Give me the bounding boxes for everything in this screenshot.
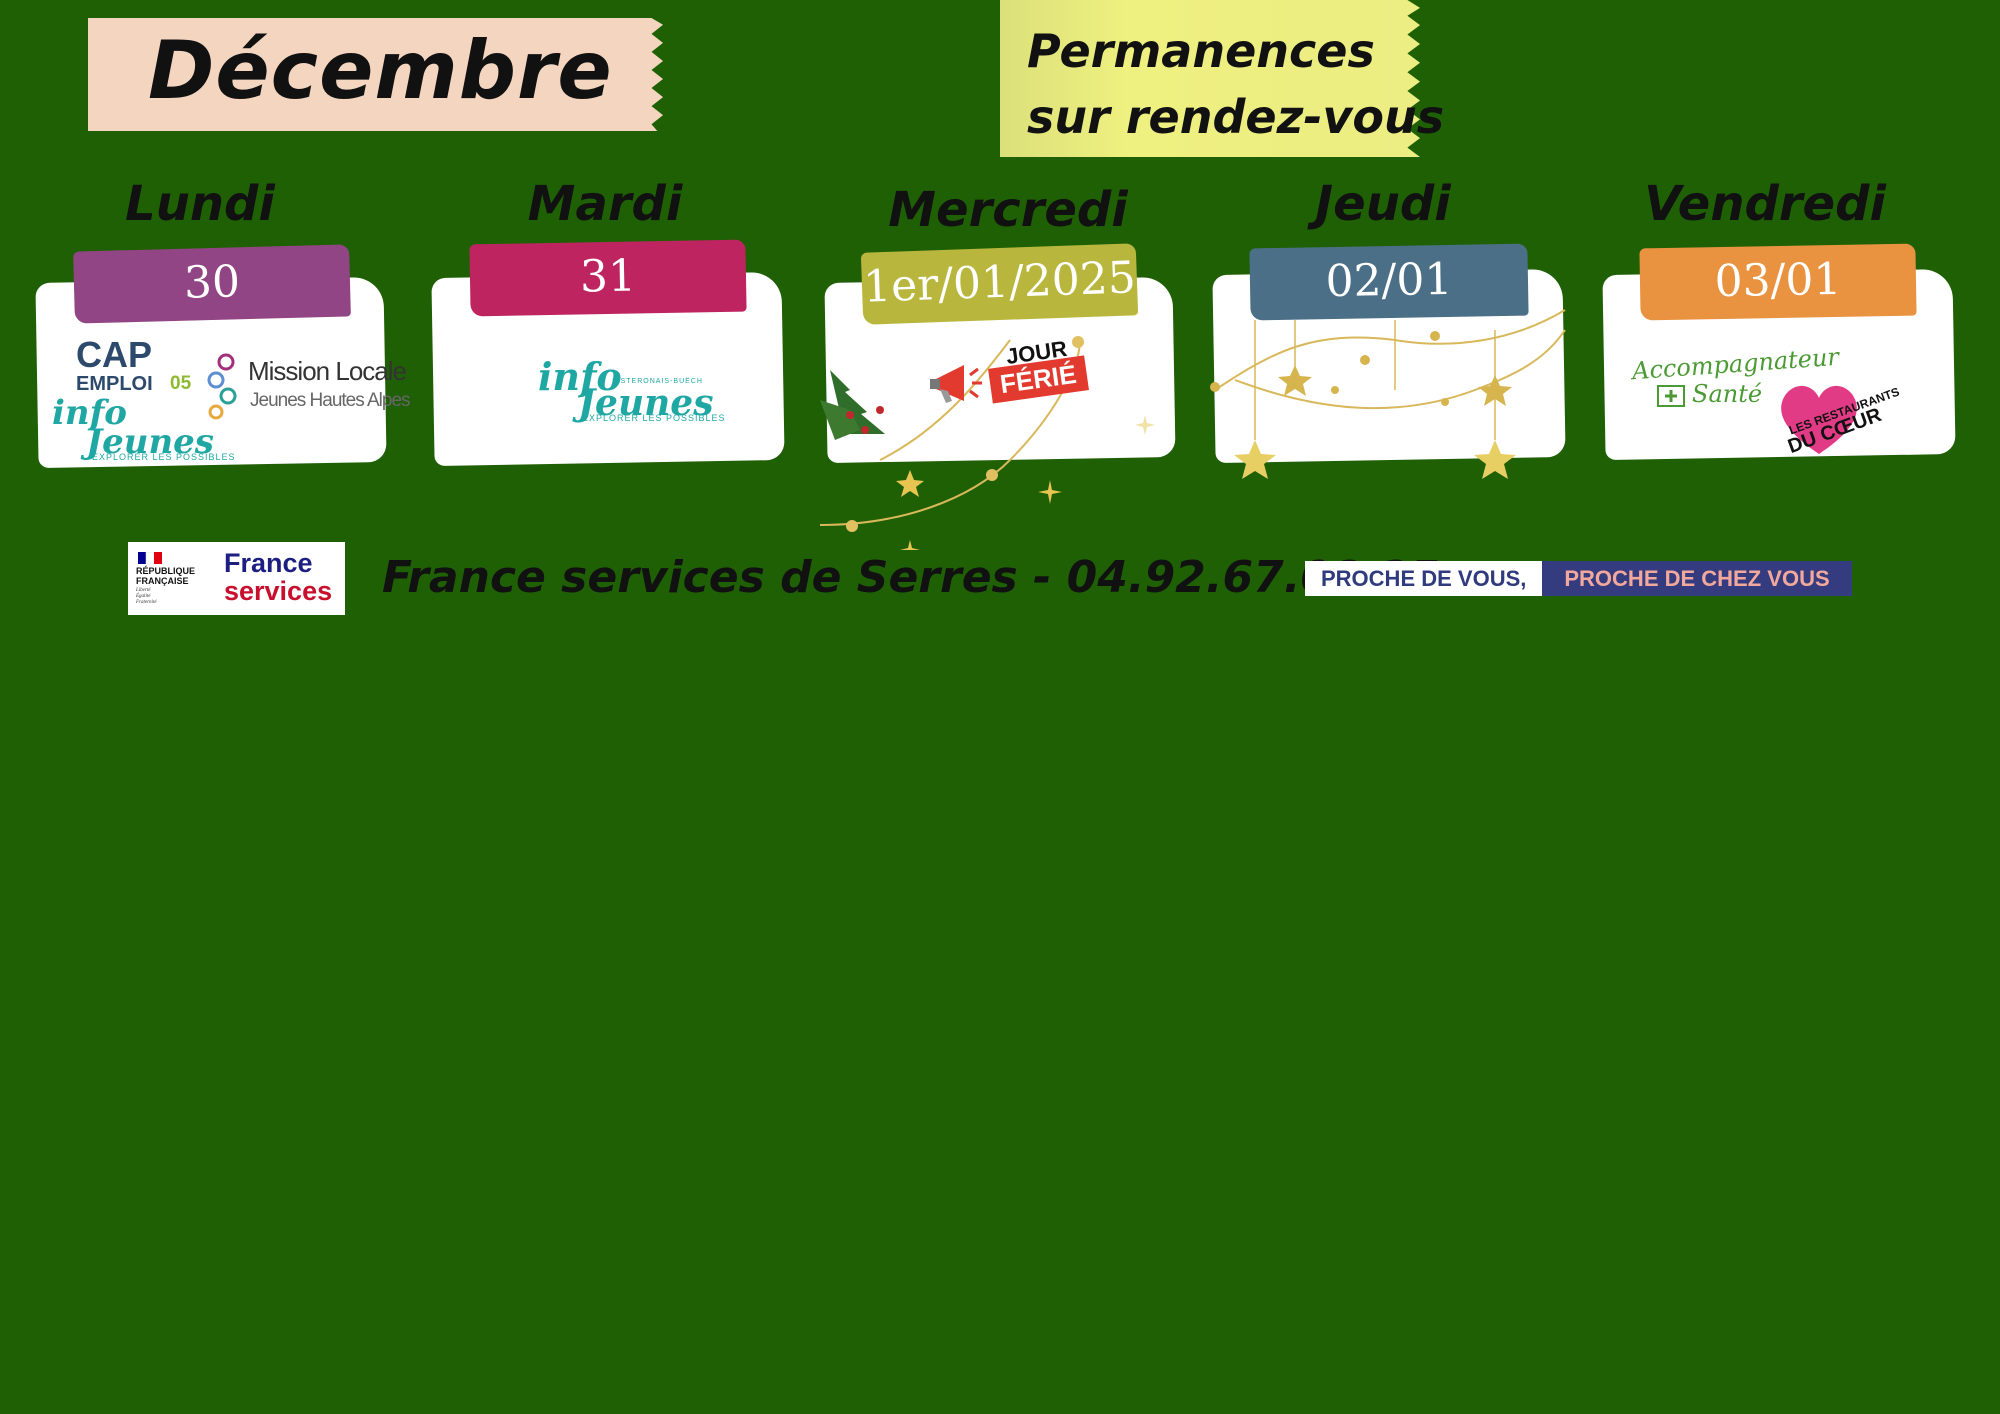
month-banner xyxy=(88,18,663,131)
day-label-mardi: Mardi xyxy=(527,176,683,232)
slogan-banner: PROCHE DE VOUS, PROCHE DE CHEZ VOUS xyxy=(1305,561,1852,596)
permanences-line2: sur rendez-vous xyxy=(1027,90,1445,144)
rf-motto2: Égalité xyxy=(136,594,151,599)
day-label-lundi: Lundi xyxy=(125,176,275,232)
cap-emploi-line2: EMPLOI xyxy=(76,373,153,395)
permanences-line1: Permanences xyxy=(1027,24,1375,78)
month-title: Décembre xyxy=(148,24,613,117)
mission-locale-line2: Jeunes Hautes Alpes xyxy=(250,390,411,411)
star-garland-decoration xyxy=(1210,309,1566,479)
info-jeunes-sub-mardi: EXPLORER LES POSSIBLES xyxy=(582,413,726,423)
day-label-vendredi: Vendredi xyxy=(1644,176,1886,232)
rf-motto1: Liberté xyxy=(136,588,151,593)
cap-emploi-logo: CAP xyxy=(76,334,153,375)
day-label-mercredi: Mercredi xyxy=(888,182,1128,238)
medical-kit-icon xyxy=(1657,385,1685,407)
permanences-banner xyxy=(1000,0,1420,157)
date-tab-mardi: 31 xyxy=(469,239,747,317)
rf-motto3: Fraternité xyxy=(136,600,157,605)
info-jeunes-line2-lundi: Jeunes xyxy=(86,422,214,462)
france-services-logo: RÉPUBLIQUE FRANÇAISE Liberté Égalité Fra… xyxy=(128,542,345,615)
christmas-decoration xyxy=(820,336,1155,550)
restos-du-coeur-logo xyxy=(1781,385,1857,454)
day-label-jeudi: Jeudi xyxy=(1315,176,1451,232)
info-jeunes-tag-mardi: SISTERONAIS-BUËCH xyxy=(612,378,703,385)
cap-emploi-line1: CAP xyxy=(76,334,153,375)
info-jeunes-line1-mardi: info xyxy=(538,354,622,399)
marianne-flag-icon xyxy=(138,552,162,564)
permanences-text: Permanences sur rendez-vous xyxy=(1027,18,1444,150)
info-jeunes-sub-lundi: EXPLORER LES POSSIBLES xyxy=(92,452,236,462)
accompagnateur-line2: Santé xyxy=(1692,380,1763,408)
mission-locale-icon xyxy=(207,353,237,420)
contact-line: France services de Serres - 04.92.67.08.… xyxy=(382,552,1440,603)
date-tab-lundi: 30 xyxy=(73,244,351,324)
fs-line2: services xyxy=(224,576,333,606)
slogan-part-b: PROCHE DE CHEZ VOUS xyxy=(1542,561,1852,596)
info-jeunes-line2-mardi: Jeunes xyxy=(578,382,714,424)
mission-locale-line1: Mission Locale xyxy=(248,356,407,386)
info-jeunes-line1: info xyxy=(52,393,127,433)
rf-line1: RÉPUBLIQUE xyxy=(136,566,196,576)
fs-line1: France xyxy=(224,548,313,578)
slogan-part-a: PROCHE DE VOUS, xyxy=(1305,561,1543,596)
rf-line2: FRANÇAISE xyxy=(136,576,189,586)
info-jeunes-logo-lundi: info xyxy=(52,393,127,433)
info-jeunes-logo-mardi: info xyxy=(538,354,622,399)
cap-emploi-number: 05 xyxy=(170,373,192,394)
megaphone-icon xyxy=(930,365,982,403)
date-tab-vendredi: 03/01 xyxy=(1639,243,1917,321)
